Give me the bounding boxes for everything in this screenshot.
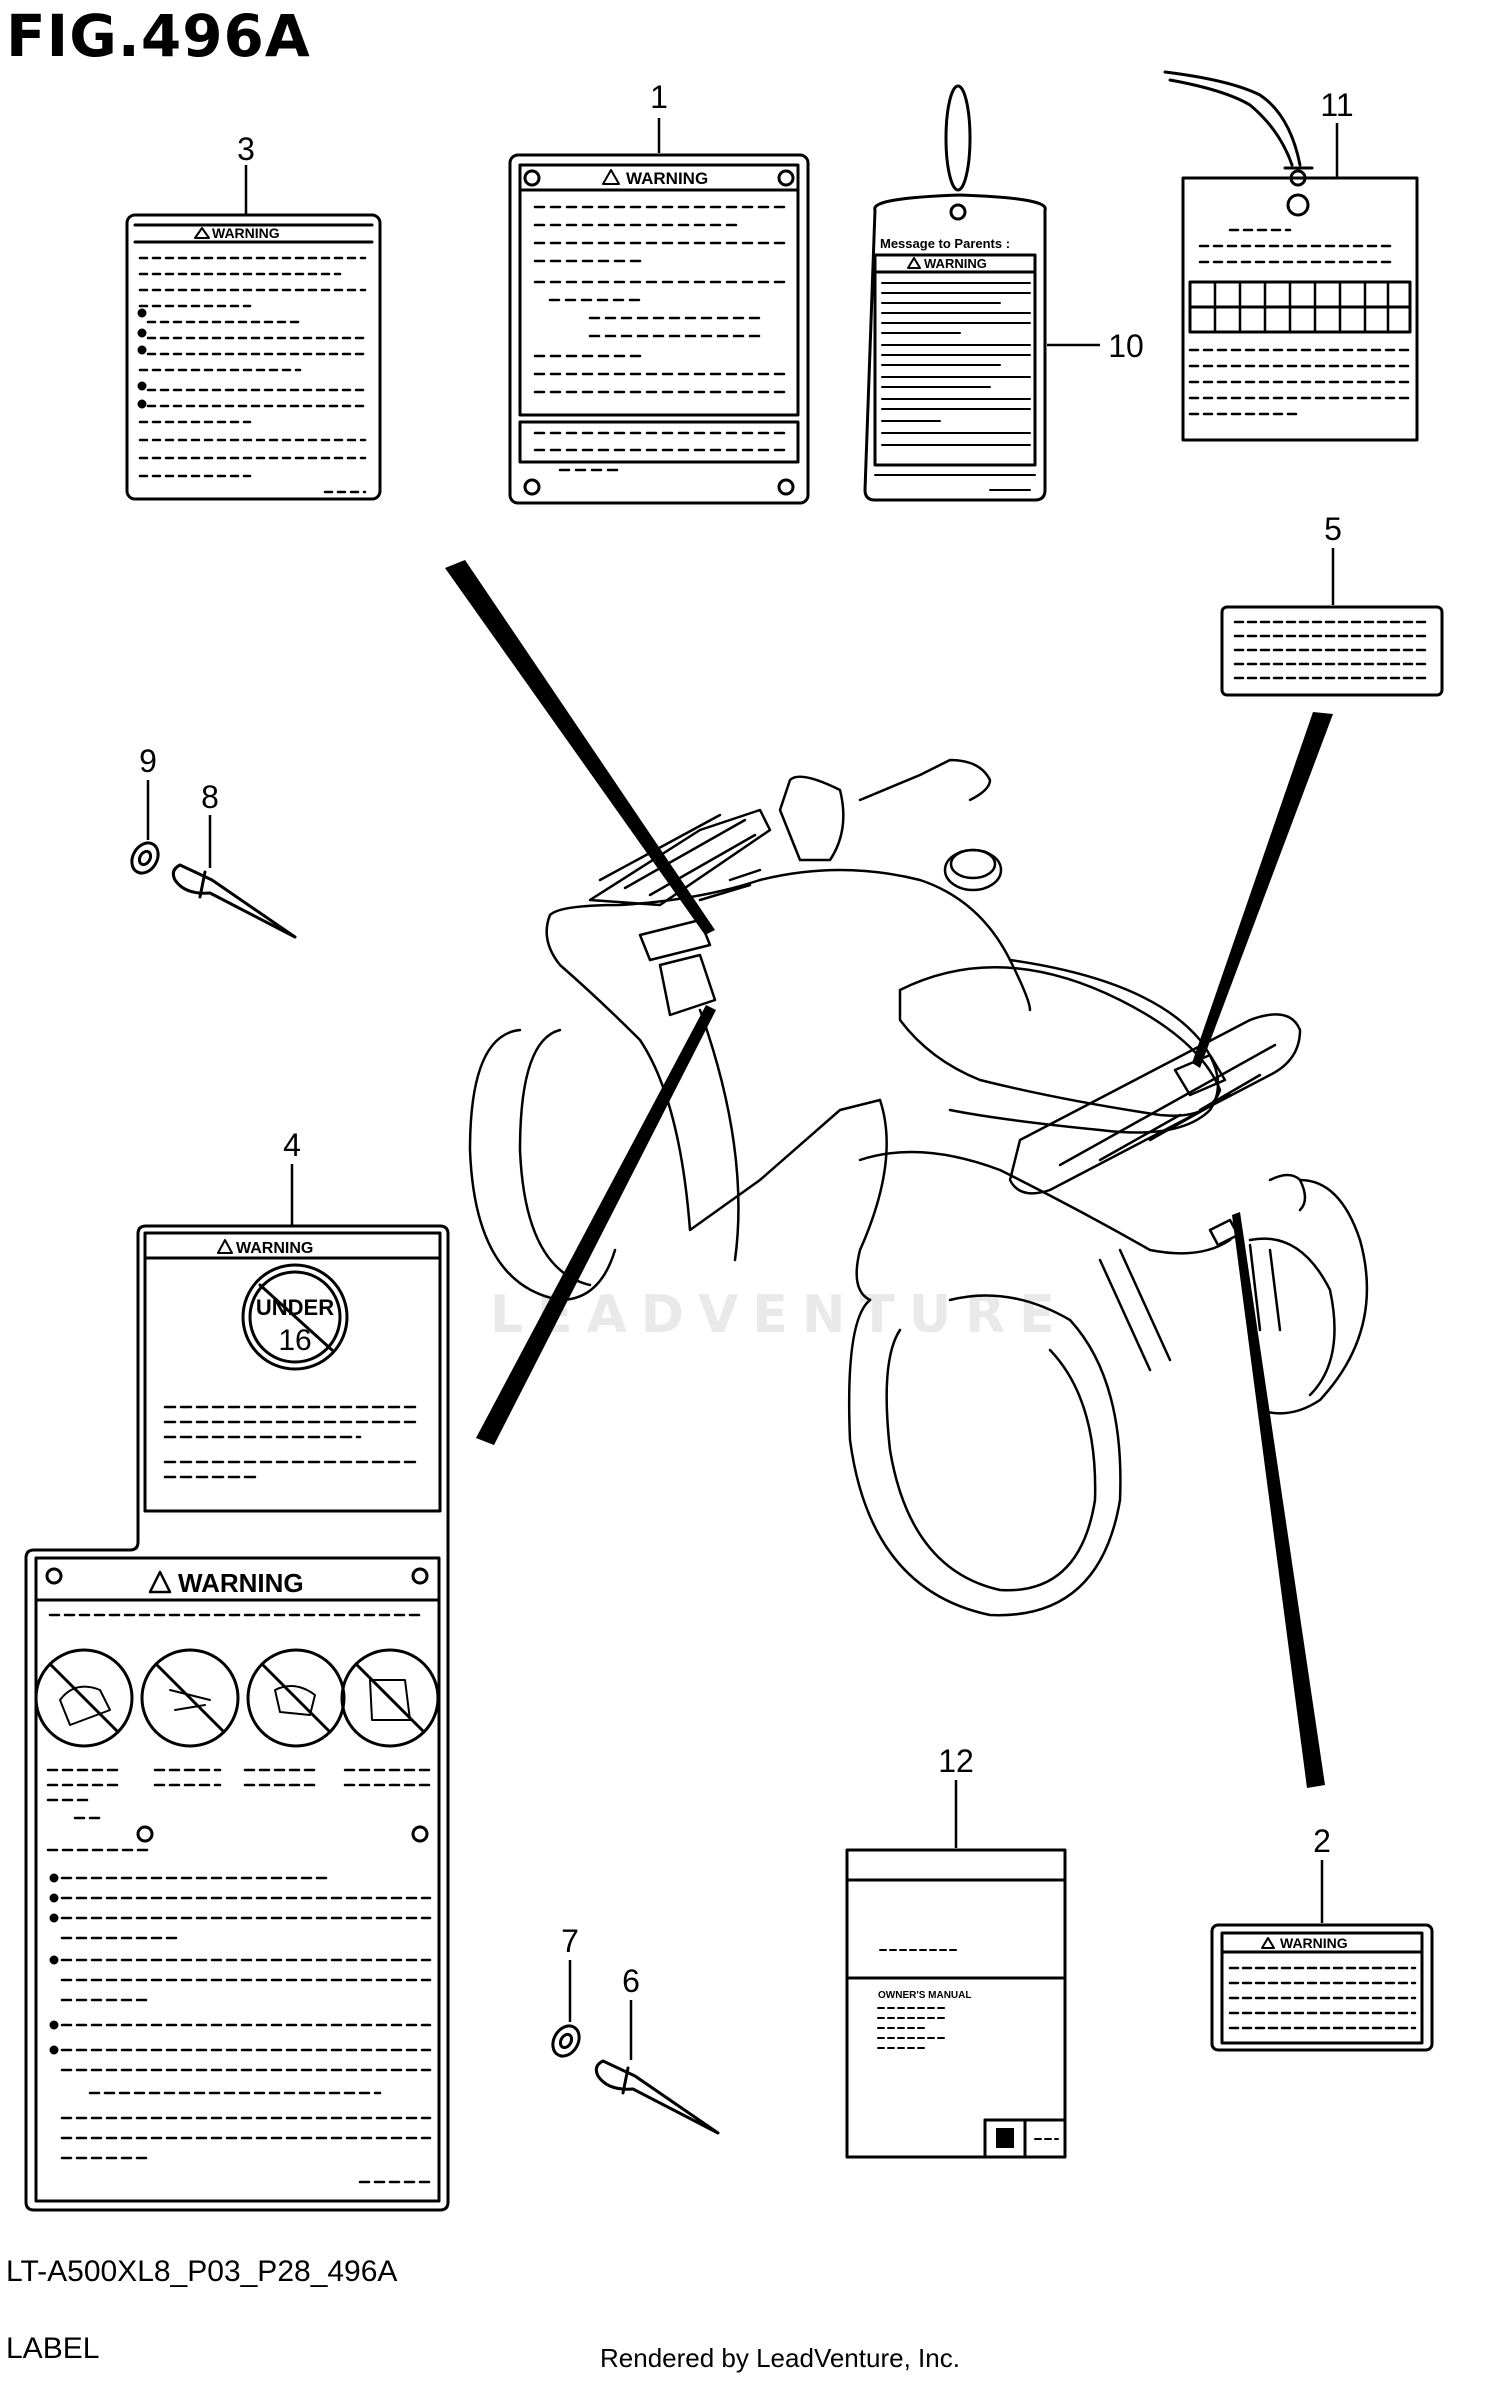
label-4-warning-top-text: WARNING: [236, 1240, 313, 1257]
label-2-warning-sticker[interactable]: [1210, 1923, 1434, 2052]
label-1-warning-sticker[interactable]: [508, 153, 810, 505]
label-5-small-sticker[interactable]: [1220, 605, 1444, 697]
label-texts: WARNING WARNING Message to Parents : WAR…: [178, 169, 1348, 2001]
callout-numbers: 1 2 3 4 5 6 7 8 9 10 11 12: [139, 79, 1354, 1999]
callout-2[interactable]: 2: [1313, 1823, 1331, 1859]
atv-illustration: [468, 758, 1369, 1617]
label-11-spec-tag[interactable]: [1163, 70, 1419, 442]
render-credit: Rendered by LeadVenture, Inc.: [600, 2343, 960, 2373]
figure-label: LABEL: [6, 2332, 100, 2365]
label-10-warning-text: WARNING: [924, 256, 987, 271]
label-10-parents-text: Message to Parents :: [880, 236, 1010, 251]
callout-5[interactable]: 5: [1324, 511, 1342, 547]
callout-10[interactable]: 10: [1108, 328, 1144, 364]
label-4-under-text: UNDER: [256, 1295, 334, 1320]
washer-9[interactable]: [127, 838, 164, 878]
callout-1[interactable]: 1: [650, 79, 668, 115]
callout-3[interactable]: 3: [237, 131, 255, 167]
callout-12[interactable]: 12: [938, 1743, 974, 1779]
label-12-manual-text: OWNER'S MANUAL: [878, 1990, 971, 2001]
callout-leaders: [146, 118, 1339, 2060]
rivet-8[interactable]: [171, 863, 297, 939]
label-12-owners-manual[interactable]: [845, 1848, 1067, 2159]
callout-9[interactable]: 9: [139, 743, 157, 779]
label-2-warning-text: WARNING: [1280, 1935, 1348, 1951]
callout-8[interactable]: 8: [201, 779, 219, 815]
callout-11[interactable]: 11: [1320, 87, 1353, 123]
callout-4[interactable]: 4: [283, 1127, 301, 1163]
label-3-warning-text: WARNING: [212, 225, 280, 241]
figure-title: FIG.496A: [6, 2, 311, 70]
washer-7[interactable]: [548, 2021, 585, 2061]
label-4-age-text: 16: [278, 1324, 311, 1357]
rivet-6[interactable]: [594, 2059, 720, 2135]
figure-code: LT-A500XL8_P03_P28_496A: [6, 2255, 398, 2288]
callout-6[interactable]: 6: [622, 1963, 640, 1999]
label-4-large-warning[interactable]: [24, 1224, 450, 2212]
label-4-warning-main-text: WARNING: [178, 1568, 304, 1598]
label-10-hang-tag[interactable]: [863, 84, 1047, 502]
leader-arrows: [445, 560, 1333, 1788]
callout-7[interactable]: 7: [561, 1923, 579, 1959]
label-3-warning-sticker[interactable]: [125, 213, 382, 501]
label-1-warning-text: WARNING: [626, 169, 708, 188]
